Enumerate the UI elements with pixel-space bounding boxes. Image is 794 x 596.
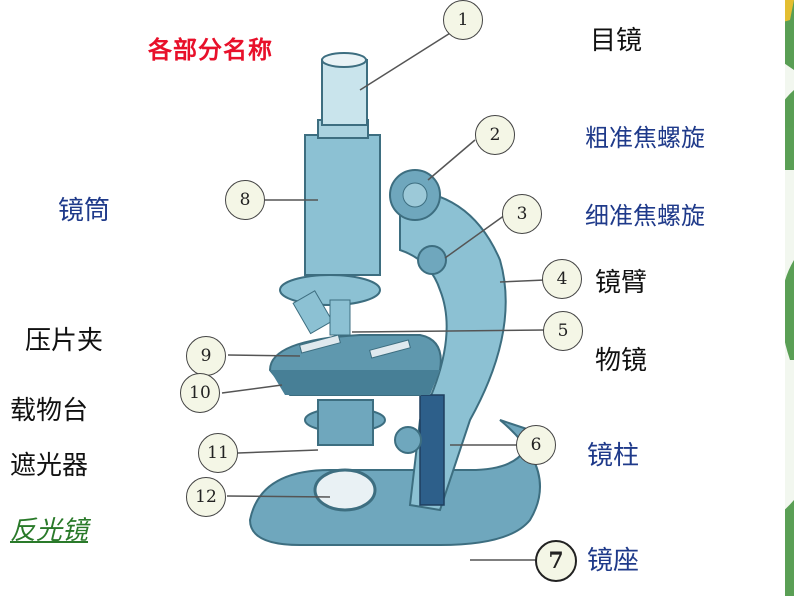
label-body-tube: 镜筒 [58, 196, 111, 226]
marker-2: 2 [475, 115, 515, 155]
label-base: 镜座 [587, 546, 640, 576]
label-mirror-link[interactable]: 反光镜 [10, 516, 89, 546]
label-pillar: 镜柱 [587, 441, 640, 471]
label-eyepiece: 目镜 [590, 26, 643, 56]
marker-5: 5 [543, 311, 583, 351]
label-diaphragm: 遮光器 [10, 451, 89, 481]
left-label-panel [0, 0, 180, 596]
label-arm: 镜臂 [595, 268, 648, 298]
marker-11: 11 [198, 433, 238, 473]
right-label-panel [570, 0, 785, 596]
marker-8: 8 [225, 180, 265, 220]
marker-1: 1 [443, 0, 483, 40]
marker-7: 7 [535, 540, 577, 582]
label-objective: 物镜 [595, 346, 648, 376]
marker-4: 4 [542, 259, 582, 299]
marker-3: 3 [502, 194, 542, 234]
label-fine-adjustment: 细准焦螺旋 [585, 202, 705, 230]
marker-6: 6 [516, 425, 556, 465]
label-stage-clips: 压片夹 [25, 326, 104, 356]
diagram-title: 各部分名称 [148, 36, 273, 64]
label-stage: 载物台 [10, 396, 89, 426]
marker-10: 10 [180, 373, 220, 413]
marker-9: 9 [186, 336, 226, 376]
marker-12: 12 [186, 477, 226, 517]
label-coarse-adjustment: 粗准焦螺旋 [585, 124, 705, 152]
